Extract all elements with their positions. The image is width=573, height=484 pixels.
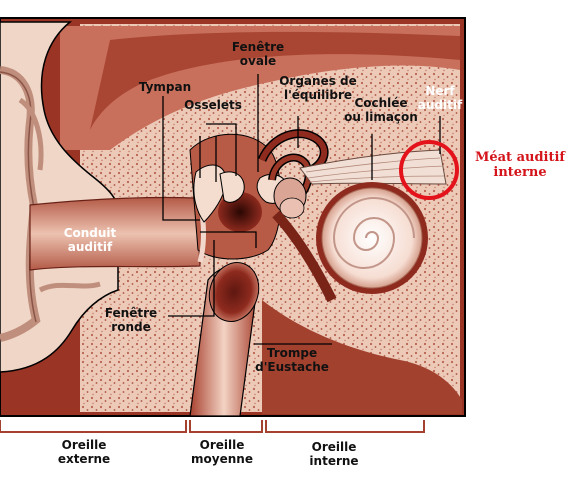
label-osselets: Osselets xyxy=(184,98,242,112)
label-tympan: Tympan xyxy=(138,80,192,94)
label-oreille-moyenne: Oreille moyenne xyxy=(191,438,253,466)
eustachian-tube xyxy=(189,262,260,417)
cochlear-channel xyxy=(272,210,337,303)
label-meat-auditif: Méat auditif interne xyxy=(474,150,566,180)
label-trompe-eustache: Trompe d'Eustache xyxy=(255,346,329,374)
lower-tissue xyxy=(262,300,462,414)
ear-canal xyxy=(29,196,201,271)
auditory-nerve xyxy=(299,149,447,185)
label-nerf-auditif: Nerf auditif xyxy=(417,84,463,112)
label-oreille-externe: Oreille externe xyxy=(57,438,111,466)
highlight-circle xyxy=(399,140,459,200)
label-fenetre-ovale: Fenêtre ovale xyxy=(231,40,285,68)
section-brackets xyxy=(0,420,425,433)
leader-lines xyxy=(162,74,441,345)
outer-ear xyxy=(0,21,119,373)
cochlea xyxy=(316,182,428,294)
label-conduit-auditif: Conduit auditif xyxy=(63,226,117,254)
label-organes-equilibre: Organes de l'équilibre xyxy=(279,74,357,102)
label-fenetre-ronde: Fenêtre ronde xyxy=(104,306,158,334)
label-oreille-interne: Oreille interne xyxy=(309,440,359,468)
label-cochlee: Cochlée ou limaçon xyxy=(344,96,418,124)
